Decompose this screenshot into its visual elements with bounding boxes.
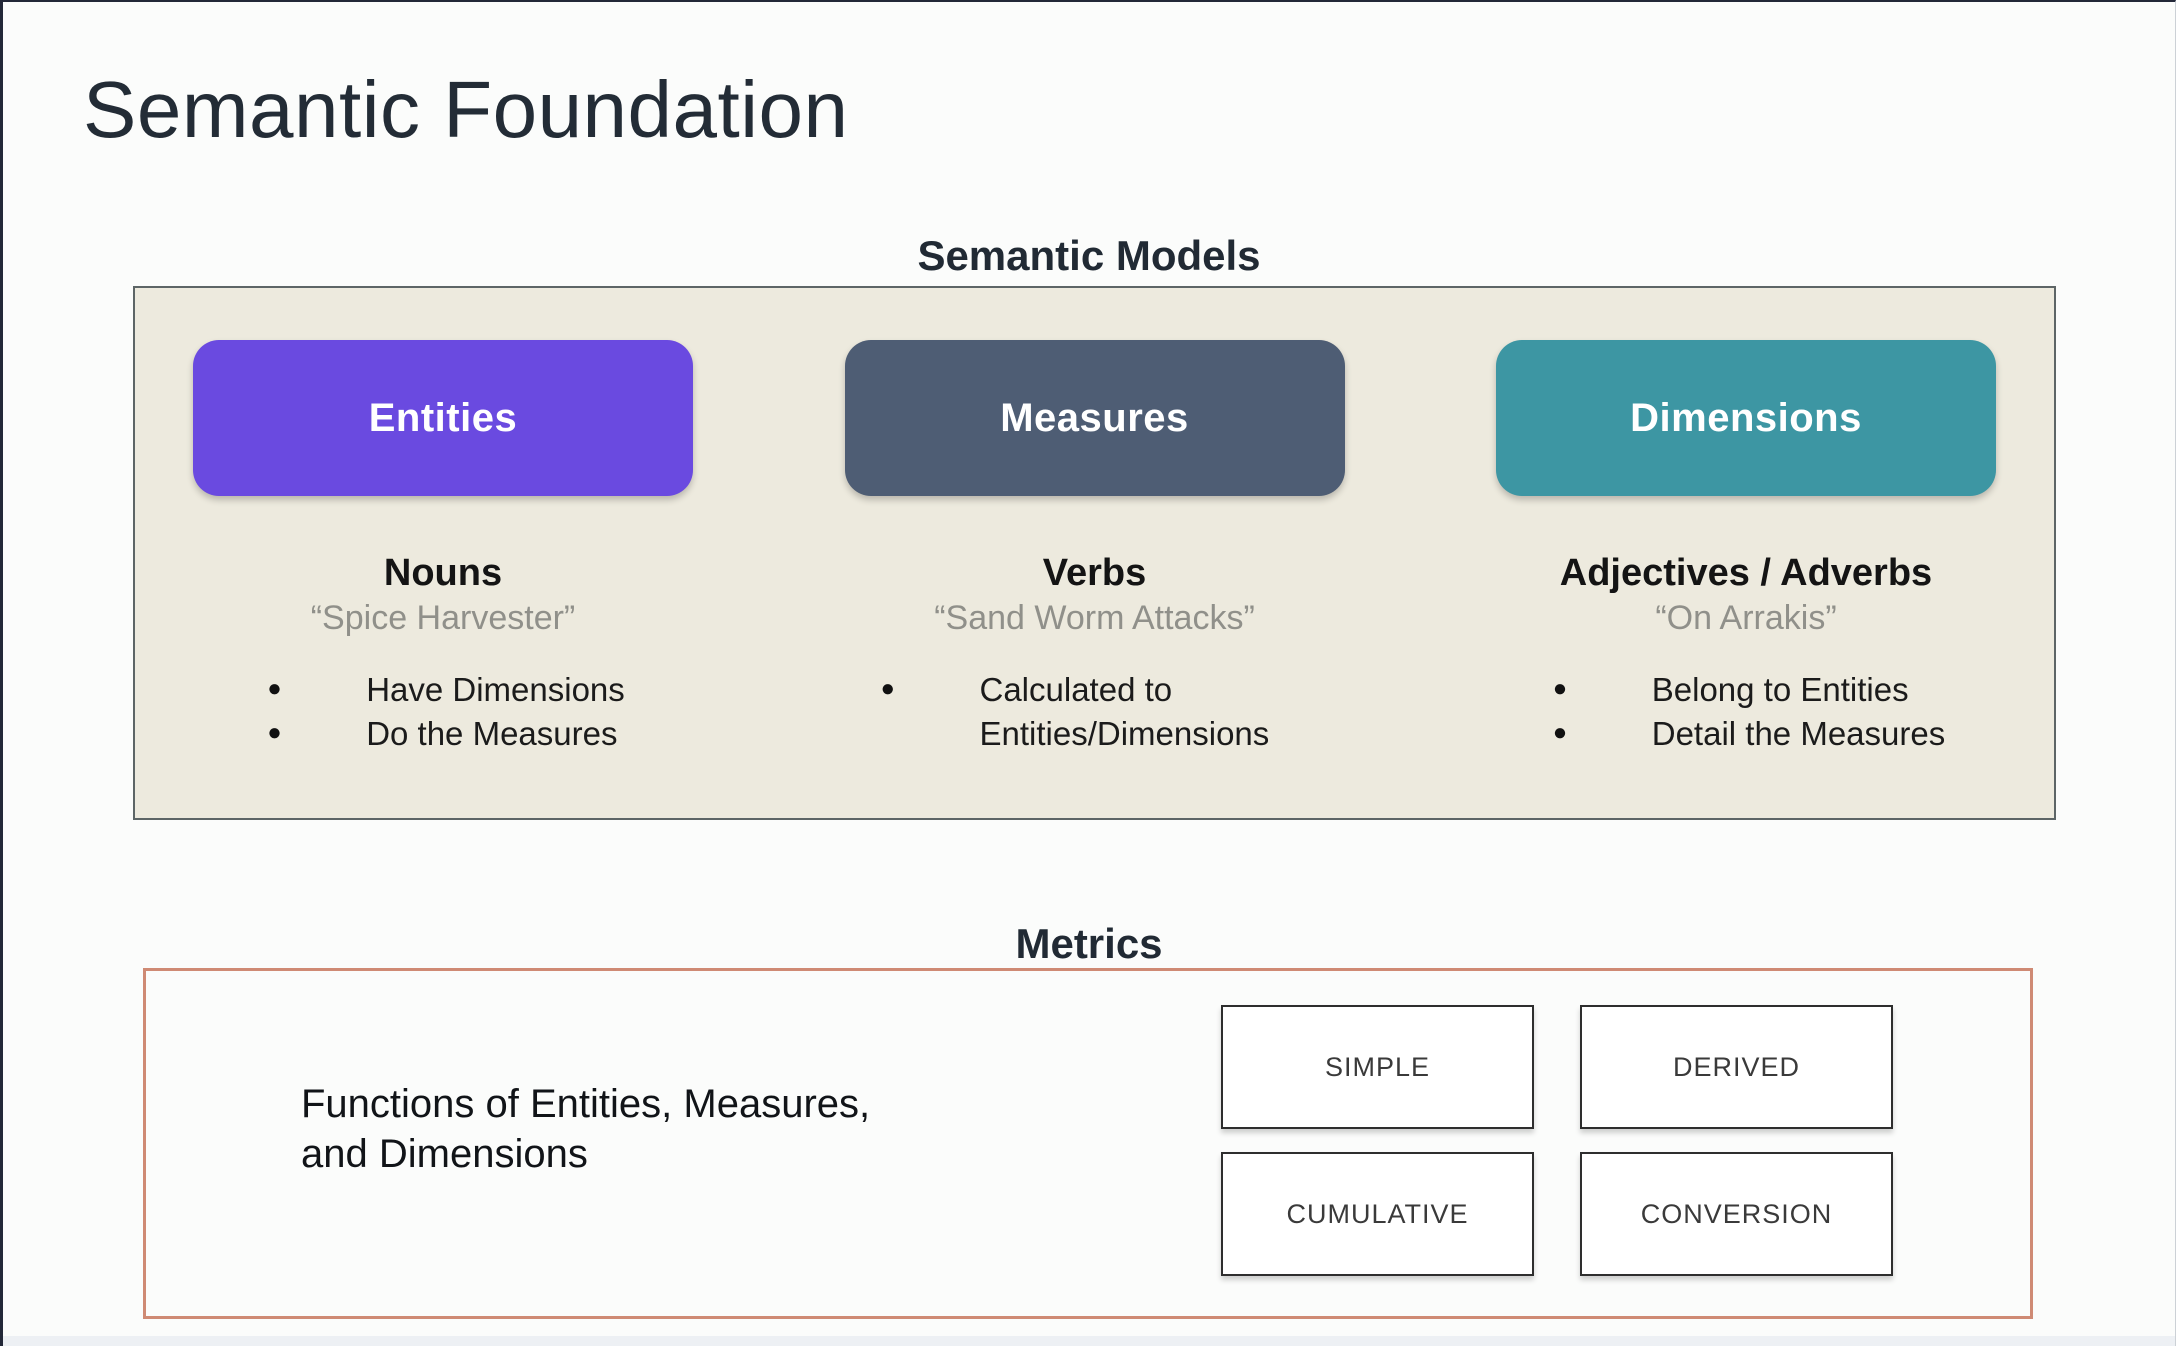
metric-box-cumulative: CUMULATIVE bbox=[1221, 1152, 1534, 1276]
metrics-heading: Metrics bbox=[1015, 920, 1163, 967]
metrics-panel: Functions of Entities, Measures, and Dim… bbox=[143, 968, 2033, 1319]
bullet-item: Calculated to Entities/Dimensions bbox=[875, 668, 1315, 756]
dimensions-pill-label: Dimensions bbox=[1630, 395, 1862, 440]
entities-quote: “Spice Harvester” bbox=[310, 599, 576, 637]
measures-heading: Verbs bbox=[1042, 552, 1147, 594]
page-title: Semantic Foundation bbox=[83, 65, 849, 154]
metric-box-label: DERIVED bbox=[1672, 1051, 1801, 1082]
bullet-item: Detail the Measures bbox=[1547, 712, 1945, 756]
semantic-column-entities: Entities Nouns “Spice Harvester” Have Di… bbox=[193, 288, 693, 818]
bullet-item: Have Dimensions bbox=[261, 668, 625, 712]
measures-pill-label: Measures bbox=[1000, 395, 1189, 440]
measures-pill: Measures bbox=[844, 340, 1345, 496]
metric-box-derived: DERIVED bbox=[1580, 1005, 1893, 1129]
entities-bullet-list: Have Dimensions Do the Measures bbox=[261, 668, 625, 756]
entities-heading: Nouns bbox=[383, 552, 503, 594]
dimensions-quote: “On Arrakis” bbox=[1655, 599, 1837, 637]
dimensions-bullet-list: Belong to Entities Detail the Measures bbox=[1547, 668, 1945, 756]
metrics-description: Functions of Entities, Measures, and Dim… bbox=[301, 1082, 871, 1176]
measures-quote: “Sand Worm Attacks” bbox=[934, 599, 1255, 637]
dimensions-heading: Adjectives / Adverbs bbox=[1559, 552, 1933, 594]
metric-type-grid: SIMPLE DERIVED CUMULATIVE CONVERSION bbox=[1221, 1005, 1893, 1276]
dimensions-pill: Dimensions bbox=[1496, 340, 1996, 496]
metric-box-label: CONVERSION bbox=[1640, 1198, 1833, 1229]
semantic-models-panel: Entities Nouns “Spice Harvester” Have Di… bbox=[133, 286, 2056, 820]
metric-box-conversion: CONVERSION bbox=[1580, 1152, 1893, 1276]
measures-bullet-list: Calculated to Entities/Dimensions bbox=[875, 668, 1315, 756]
semantic-models-heading: Semantic Models bbox=[917, 232, 1261, 279]
metric-box-label: CUMULATIVE bbox=[1286, 1198, 1469, 1229]
entities-pill: Entities bbox=[193, 340, 693, 496]
bullet-item: Belong to Entities bbox=[1547, 668, 1945, 712]
semantic-column-dimensions: Dimensions Adjectives / Adverbs “On Arra… bbox=[1496, 288, 1996, 818]
metric-box-simple: SIMPLE bbox=[1221, 1005, 1534, 1129]
entities-pill-label: Entities bbox=[368, 395, 518, 440]
bullet-item: Do the Measures bbox=[261, 712, 625, 756]
semantic-column-measures: Measures Verbs “Sand Worm Attacks” Calcu… bbox=[844, 288, 1345, 818]
metric-box-label: SIMPLE bbox=[1324, 1051, 1431, 1082]
